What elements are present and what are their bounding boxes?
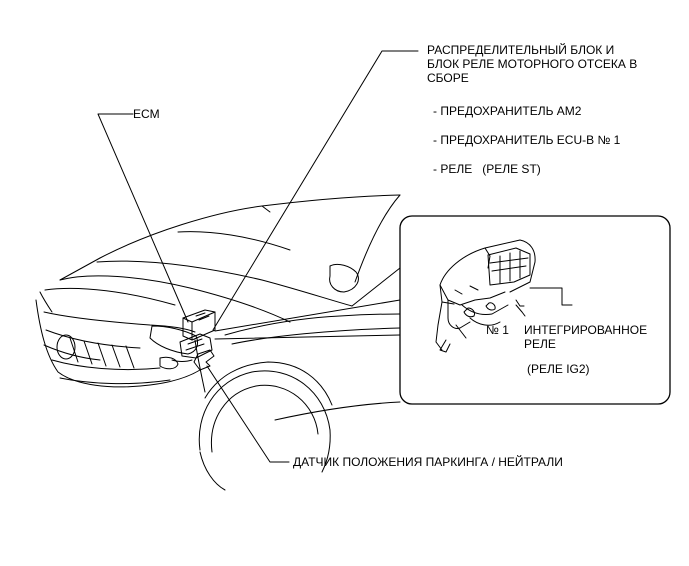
inset-box — [399, 215, 671, 405]
fuse-am2-label: - ПРЕДОХРАНИТЕЛЬ AM2 — [433, 104, 582, 118]
fuse-ecu-b-label: - ПРЕДОХРАНИТЕЛЬ ECU-B № 1 — [433, 133, 621, 147]
relay-block-title-line-3: СБОРЕ — [427, 71, 469, 85]
engine-components — [171, 309, 216, 371]
sensor-label: ДАТЧИК ПОЛОЖЕНИЯ ПАРКИНГА / НЕЙТРАЛИ — [293, 455, 563, 469]
relay-st-label: - РЕЛЕ (РЕЛЕ ST) — [433, 162, 541, 176]
car-outline — [35, 194, 401, 421]
integrated-relay-line-1: ИНТЕГРИРОВАННОЕ — [524, 323, 648, 337]
leader-lines — [97, 50, 419, 463]
relay-block-title-line-2: БЛОК РЕЛЕ МОТОРНОГО ОТСЕКА В — [427, 57, 638, 71]
front-wheel — [198, 361, 333, 491]
relay-ig2-label: (РЕЛЕ IG2) — [527, 362, 590, 376]
inset-number-label: № 1 — [486, 323, 509, 337]
relay-block-title-line-1: РАСПРЕДЕЛИТЕЛЬНЫЙ БЛОК И — [427, 43, 615, 57]
ecm-label: ECM — [133, 107, 160, 121]
integrated-relay-line-2: РЕЛЕ — [524, 337, 556, 351]
